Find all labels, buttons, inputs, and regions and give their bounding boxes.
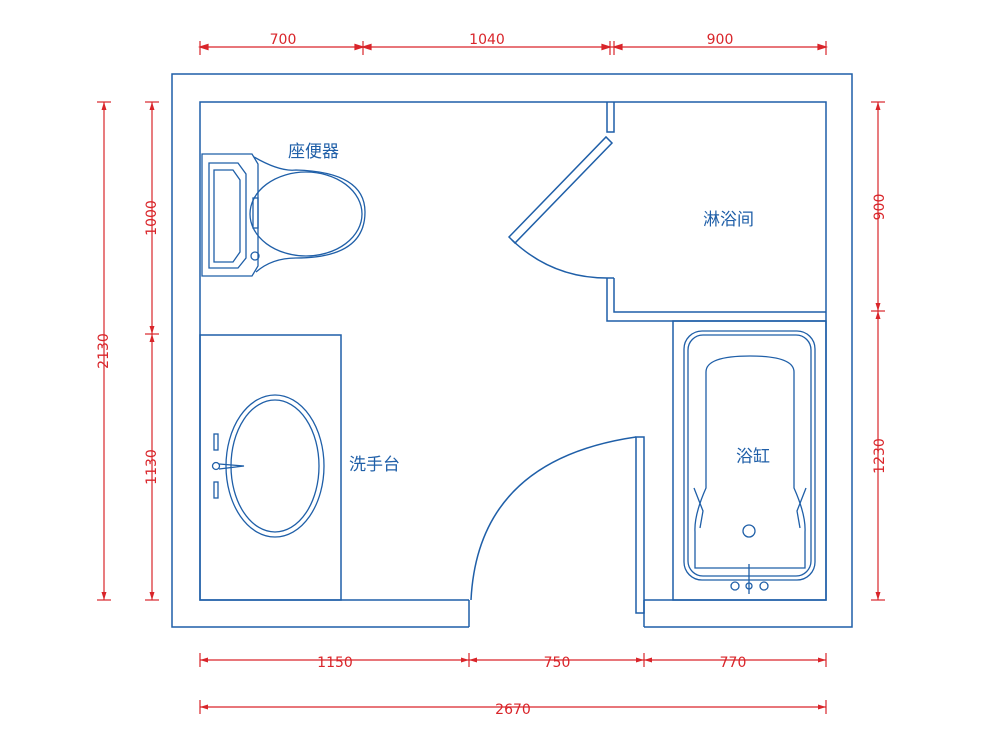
- dim-top-1: 700: [270, 32, 297, 48]
- sink-label: 洗手台: [349, 455, 400, 475]
- vanity: 洗手台: [199, 334, 400, 601]
- dim-bottom-3: 770: [720, 655, 747, 671]
- dim-top-3: 900: [707, 32, 734, 48]
- dim-bottom-total: 2670: [495, 702, 531, 718]
- bathtub: 浴缸: [672, 320, 827, 601]
- dim-left-2: 1130: [144, 449, 160, 485]
- dim-bottom-2: 750: [544, 655, 571, 671]
- dimensions: 700 1040 900 1150 750 770 2670: [96, 32, 888, 718]
- shower-room: 淋浴间: [507, 102, 826, 322]
- dim-bottom-1: 1150: [317, 655, 353, 671]
- shower-label: 淋浴间: [703, 210, 754, 230]
- dim-right-1: 900: [872, 194, 888, 221]
- dim-top-2: 1040: [469, 32, 505, 48]
- toilet: 座便器: [201, 142, 366, 277]
- entry-door: [470, 436, 645, 614]
- dim-left-total: 2130: [96, 333, 112, 369]
- toilet-label: 座便器: [288, 142, 339, 162]
- dim-right-2: 1230: [872, 438, 888, 474]
- dim-left-1: 1000: [144, 200, 160, 236]
- bathtub-label: 浴缸: [736, 446, 770, 467]
- walls: [171, 73, 853, 628]
